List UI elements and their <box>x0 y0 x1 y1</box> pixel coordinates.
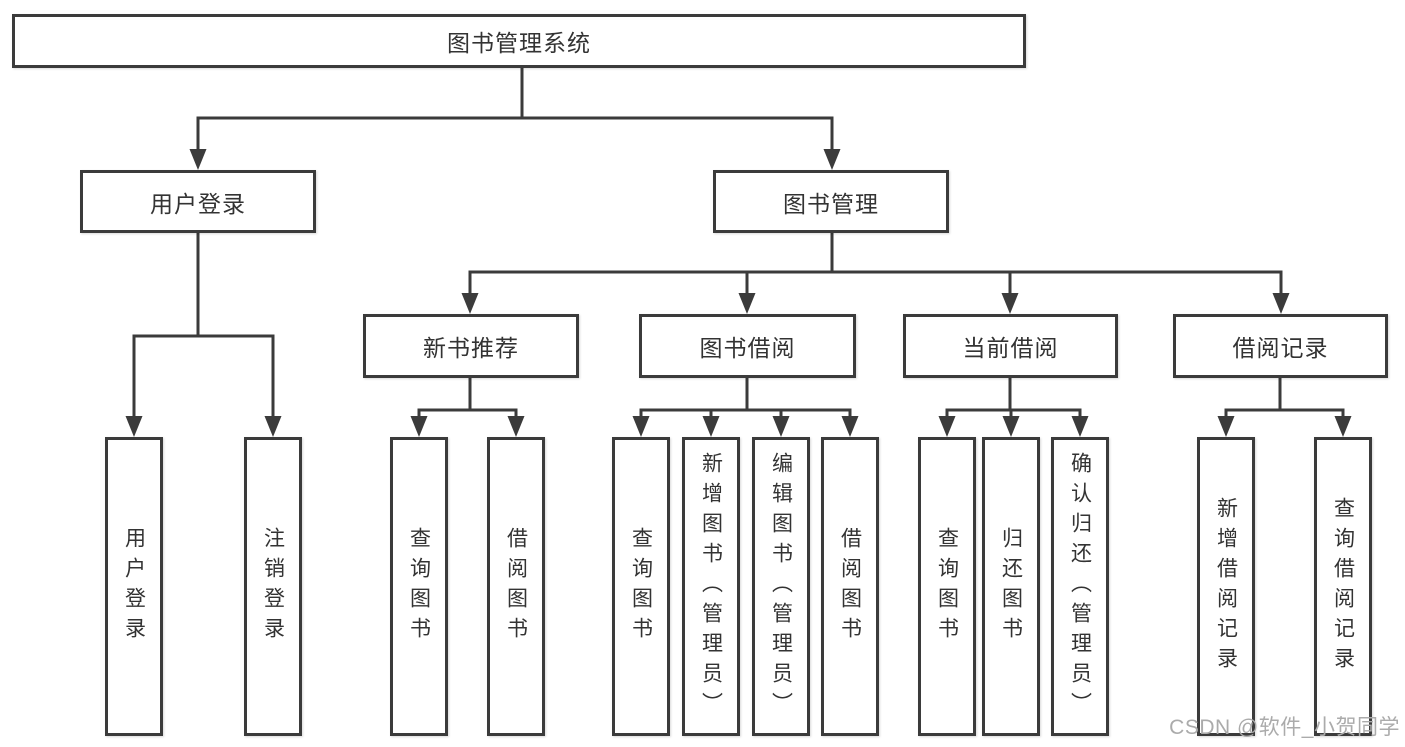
leaf-borrowing-edit: 编辑图书（管理员） <box>752 437 810 736</box>
leaf-records-add: 新增借阅记录 <box>1197 437 1255 736</box>
node-borrow-records: 借阅记录 <box>1173 314 1388 378</box>
leaf-logout-label: 注销登录 <box>261 526 285 647</box>
leaf-current-query: 查询图书 <box>918 437 976 736</box>
leaf-newbooks-query: 查询图书 <box>390 437 448 736</box>
leaf-borrowing-query: 查询图书 <box>612 437 670 736</box>
leaf-borrowing-edit-label: 编辑图书（管理员） <box>769 451 793 722</box>
leaf-borrowing-query-label: 查询图书 <box>629 526 653 647</box>
leaf-newbooks-query-label: 查询图书 <box>407 526 431 647</box>
node-new-book-recommend: 新书推荐 <box>363 314 579 378</box>
node-user-login: 用户登录 <box>80 170 316 233</box>
node-new-book-recommend-label: 新书推荐 <box>423 335 519 361</box>
leaf-borrowing-add-label: 新增图书（管理员） <box>699 451 723 722</box>
leaf-records-query-label: 查询借阅记录 <box>1331 496 1355 677</box>
leaf-current-confirm-label: 确认归还（管理员） <box>1068 451 1092 722</box>
leaf-borrowing-borrow: 借阅图书 <box>821 437 879 736</box>
node-root: 图书管理系统 <box>12 14 1026 68</box>
node-borrow-records-label: 借阅记录 <box>1232 335 1329 361</box>
leaf-borrowing-borrow-label: 借阅图书 <box>838 526 862 647</box>
leaf-logout: 注销登录 <box>244 437 302 736</box>
leaf-current-return-label: 归还图书 <box>999 526 1023 647</box>
leaf-records-query: 查询借阅记录 <box>1314 437 1372 736</box>
leaf-newbooks-borrow: 借阅图书 <box>487 437 545 736</box>
node-current-borrowing: 当前借阅 <box>903 314 1118 378</box>
leaf-user-login: 用户登录 <box>105 437 163 736</box>
leaf-borrowing-add: 新增图书（管理员） <box>682 437 740 736</box>
node-book-management: 图书管理 <box>713 170 949 233</box>
node-user-login-label: 用户登录 <box>150 190 246 217</box>
node-book-management-label: 图书管理 <box>783 190 879 217</box>
node-root-label: 图书管理系统 <box>447 30 591 56</box>
leaf-current-return: 归还图书 <box>982 437 1040 736</box>
node-book-borrowing-label: 图书借阅 <box>699 335 796 361</box>
leaf-newbooks-borrow-label: 借阅图书 <box>504 526 528 647</box>
leaf-user-login-label: 用户登录 <box>122 526 146 647</box>
leaf-records-add-label: 新增借阅记录 <box>1214 496 1238 677</box>
leaf-current-confirm: 确认归还（管理员） <box>1051 437 1109 736</box>
leaf-current-query-label: 查询图书 <box>935 526 959 647</box>
node-book-borrowing: 图书借阅 <box>639 314 856 378</box>
node-current-borrowing-label: 当前借阅 <box>962 335 1059 361</box>
